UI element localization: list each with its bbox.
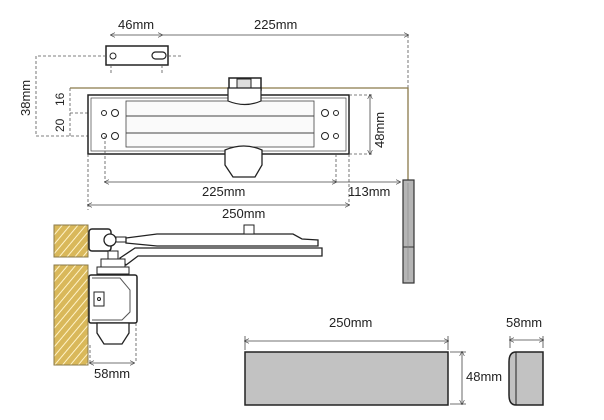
mounting-bracket <box>105 45 182 75</box>
closer-cover <box>244 351 544 406</box>
label-cover-depth: 58mm <box>506 315 542 330</box>
door-frame-line <box>70 87 409 180</box>
label-cover-length: 250mm <box>329 315 372 330</box>
label-arm-offset: 113mm <box>348 184 390 199</box>
label-bracket-offset: 225mm <box>254 17 297 32</box>
label-body-height: 48mm <box>372 112 387 148</box>
label-side-depth: 58mm <box>94 366 130 381</box>
label-hole-centres: 225mm <box>202 184 245 199</box>
label-cover-height: 48mm <box>466 369 502 384</box>
closer-side-view <box>53 224 323 366</box>
label-bracket-height: 38mm <box>18 80 33 116</box>
label-body-length: 250mm <box>222 206 265 221</box>
label-hole-spacing: 20 <box>53 118 67 132</box>
door-edge-pillar <box>402 179 415 284</box>
label-hole-top: 16 <box>53 92 67 106</box>
closer-body-top-view <box>87 77 350 178</box>
label-bracket-width: 46mm <box>118 17 154 32</box>
